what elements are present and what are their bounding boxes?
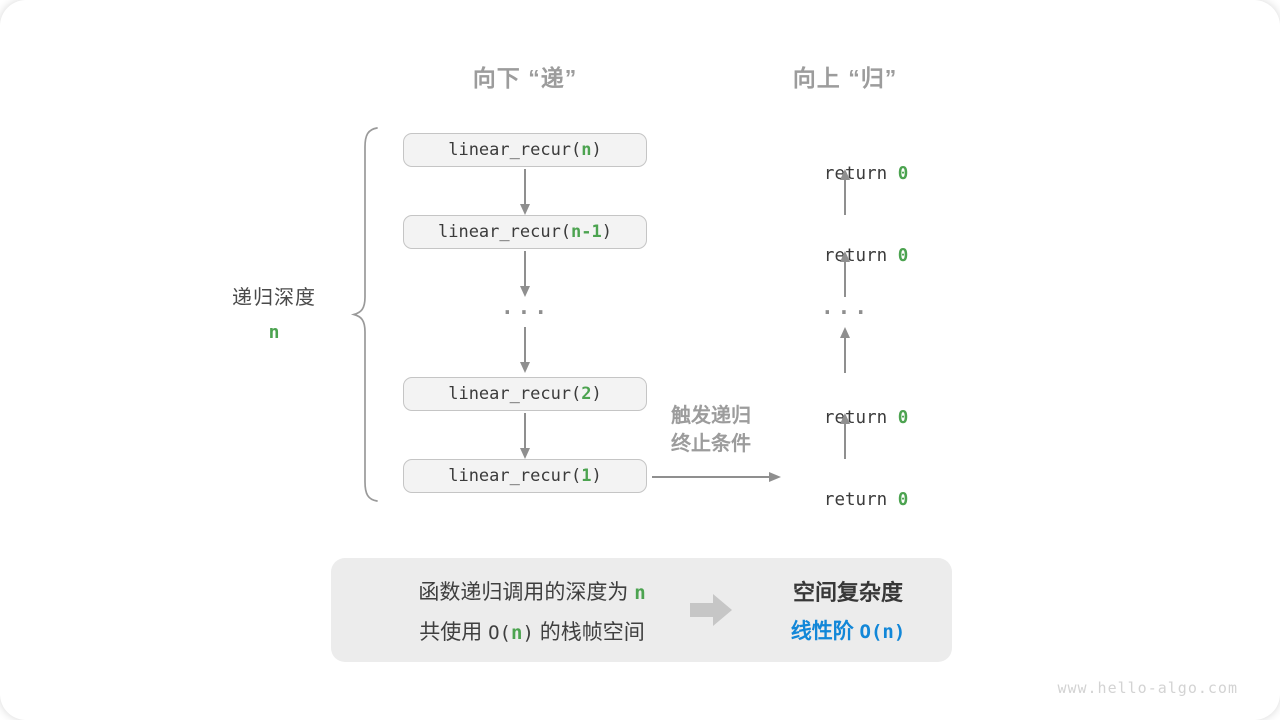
up-arrow-icon [840, 413, 850, 459]
space-var: n [510, 622, 523, 644]
up-arrow-icon [840, 327, 850, 373]
watermark: www.hello-algo.com [1057, 679, 1238, 697]
call-suffix: ) [601, 222, 613, 242]
right-arrow-icon [652, 472, 781, 482]
ellipsis-right: ... [821, 295, 871, 319]
depth-var: n [634, 582, 646, 604]
base-case-label: 触发递归 终止条件 [671, 402, 751, 458]
down-arrow-icon [520, 413, 530, 459]
depth-value: n [268, 322, 280, 343]
summary-result: 空间复杂度 线性阶 O(n) [791, 573, 906, 652]
return-row: return 0 [782, 382, 908, 454]
down-arrow-icon [520, 251, 530, 297]
summary-line2: 共使用 O(n) 的栈帧空间 [419, 621, 645, 644]
return-row: return 0 [782, 138, 908, 210]
call-box-1: linear_recur(1) [403, 459, 647, 493]
call-arg: n-1 [571, 222, 602, 242]
summary-statement: 函数递归调用的深度为 n 共使用 O(n) 的栈帧空间 [418, 573, 645, 653]
down-arrow-icon [520, 169, 530, 215]
ellipsis-left: ... [501, 295, 551, 319]
down-arrow-icon [520, 327, 530, 373]
return-value: 0 [897, 164, 909, 184]
curly-brace-icon [350, 127, 378, 502]
return-keyword: return [823, 408, 898, 428]
up-arrow-icon [840, 251, 850, 297]
return-value: 0 [897, 408, 909, 428]
return-row: return 0 [782, 464, 908, 536]
up-arrow-icon [840, 169, 850, 215]
call-box-2: linear_recur(2) [403, 377, 647, 411]
recursion-depth-label: 递归深度 n [232, 281, 316, 343]
header-upward-return: 向上 “归” [792, 65, 898, 91]
call-arg: 1 [581, 466, 592, 486]
call-prefix: linear_recur( [448, 466, 582, 486]
summary-box [331, 558, 952, 662]
summary-line1: 函数递归调用的深度为 n [418, 581, 646, 604]
return-value: 0 [897, 246, 909, 266]
block-arrow-icon [690, 594, 732, 626]
return-keyword: return [823, 490, 898, 510]
call-prefix: linear_recur( [448, 140, 582, 160]
return-keyword: return [823, 246, 898, 266]
call-suffix: ) [591, 466, 602, 486]
header-downward-recurse: 向下 “递” [472, 65, 578, 91]
return-value: 0 [897, 490, 909, 510]
call-box-n: linear_recur(n) [403, 133, 647, 167]
call-arg: 2 [581, 384, 592, 404]
return-keyword: return [823, 164, 898, 184]
complexity-value: 线性阶 O(n) [790, 620, 906, 643]
call-suffix: ) [591, 140, 602, 160]
base-case-line2: 终止条件 [671, 433, 751, 455]
depth-text: 递归深度 [232, 287, 316, 309]
call-prefix: linear_recur( [448, 384, 582, 404]
call-prefix: linear_recur( [437, 222, 572, 242]
complexity-title: 空间复杂度 [792, 580, 904, 605]
call-box-n-1: linear_recur(n-1) [403, 215, 647, 249]
call-arg: n [581, 140, 592, 160]
call-suffix: ) [591, 384, 602, 404]
base-case-line1: 触发递归 [671, 405, 751, 427]
return-row: return 0 [782, 220, 908, 292]
